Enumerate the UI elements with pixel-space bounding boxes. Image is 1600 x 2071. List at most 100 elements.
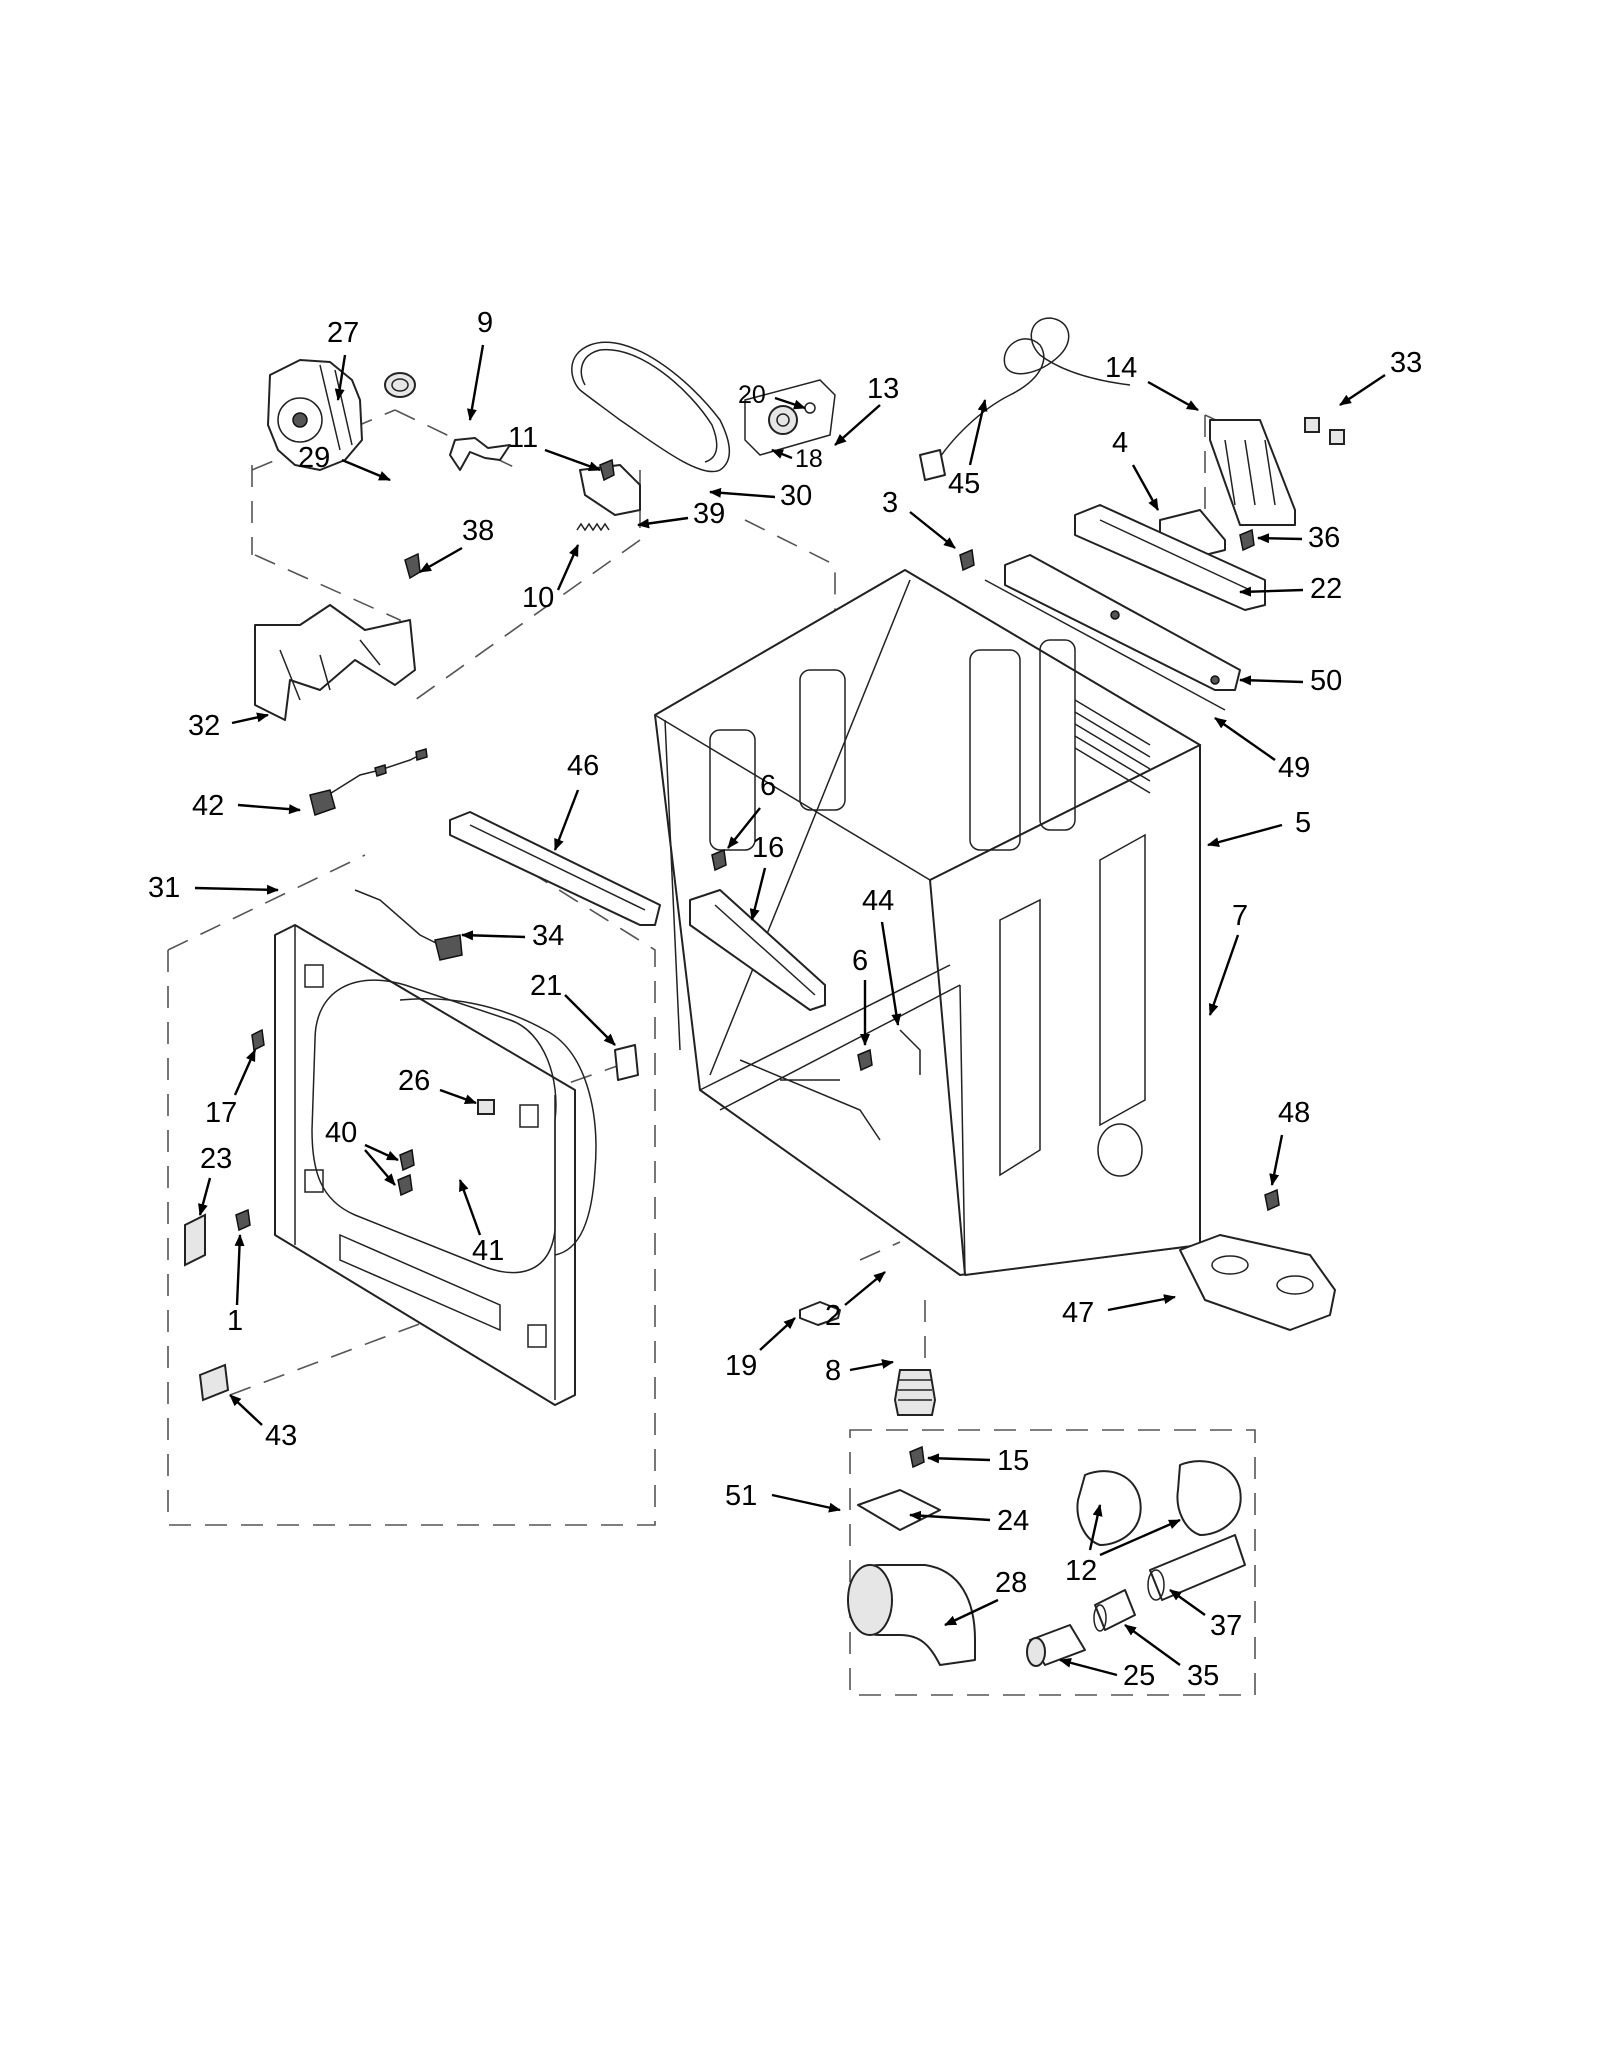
cabinet-louvers <box>1074 699 1151 794</box>
panel-screw-1 <box>235 1208 251 1232</box>
leader-arrow <box>1147 380 1199 412</box>
vent-cap-12b <box>1176 1460 1242 1536</box>
power-cord <box>919 317 1131 481</box>
leader-arrow <box>1088 1504 1103 1551</box>
panel-mount-upper-left <box>304 964 324 988</box>
leader-arrow <box>466 344 485 421</box>
leader-arrow <box>1339 374 1386 406</box>
terminal-block-detail <box>1224 439 1276 506</box>
cabinet-screw-6b <box>857 1048 873 1072</box>
leader-arrow <box>834 404 881 446</box>
callout-label: 43 <box>265 1420 297 1452</box>
leader-arrow <box>1257 533 1303 544</box>
callout-label: 31 <box>148 872 180 904</box>
callout-31: 31 <box>148 872 279 904</box>
callout-37: 37 <box>1169 1589 1242 1642</box>
cabinet-back-panel-mid <box>799 669 846 811</box>
leader-arrow <box>1207 823 1283 847</box>
callout-45: 45 <box>948 399 988 500</box>
leveling-leg-thread <box>898 1379 932 1401</box>
callout-6b: 6 <box>852 945 870 1046</box>
callout-label: 12 <box>1065 1555 1097 1587</box>
idler-pulley-hub <box>776 413 790 427</box>
vent-tube-35-end <box>1093 1604 1107 1632</box>
callout-51: 51 <box>725 1480 841 1513</box>
callout-label: 39 <box>693 498 725 530</box>
base-pocket-a <box>1211 1255 1249 1275</box>
idler-washer-20 <box>804 402 816 414</box>
leader-arrow <box>234 1234 245 1306</box>
harness-plug-42b <box>415 748 428 761</box>
vent-kit-group <box>847 1445 1246 1667</box>
motor-pulley <box>384 372 416 398</box>
callout-label: 9 <box>477 307 493 339</box>
vent-cap-12a <box>1076 1470 1142 1546</box>
callout-label: 38 <box>462 515 494 547</box>
callout-46: 46 <box>553 750 599 851</box>
callout-label: 44 <box>862 885 894 917</box>
cabinet-screw-6a <box>711 848 727 872</box>
terminal-screw-33a <box>1304 417 1320 433</box>
callout-48: 48 <box>1269 1097 1310 1186</box>
drum-belt <box>571 341 731 473</box>
callout-label: 7 <box>1232 900 1248 932</box>
door-strike-bar <box>339 1233 501 1332</box>
callout-label: 5 <box>1295 807 1311 839</box>
top-support-bracket <box>1004 554 1241 691</box>
callout-13: 13 <box>834 373 899 446</box>
callout-22: 22 <box>1239 573 1342 605</box>
callout-label: 10 <box>522 582 554 614</box>
cabinet-back-panel-right <box>969 649 1021 851</box>
leader-arrow <box>341 458 391 482</box>
front-panel-outline <box>167 824 656 1526</box>
leader-arrow <box>1131 464 1160 511</box>
leader-arrow <box>544 448 601 472</box>
leader-arrow <box>844 1271 886 1306</box>
leader-arrow <box>364 1143 399 1162</box>
callout-43: 43 <box>229 1394 297 1452</box>
leader-arrow <box>927 1453 991 1464</box>
leg-guide-line <box>859 1241 926 1370</box>
harness-plug-42a <box>374 764 387 777</box>
leader-arrow <box>364 1149 396 1186</box>
callout-24: 24 <box>909 1505 1029 1537</box>
motor-clamp <box>449 437 511 471</box>
callout-label: 13 <box>867 373 899 405</box>
callout-label: 47 <box>1062 1297 1094 1329</box>
panel-plug-43 <box>198 1363 230 1402</box>
leader-arrow <box>1059 1657 1118 1677</box>
callout-label: 34 <box>532 920 564 952</box>
leader-arrow <box>909 511 956 549</box>
callout-label: 23 <box>200 1143 232 1175</box>
callout-39: 39 <box>637 498 725 530</box>
leader-arrow <box>637 516 689 529</box>
leader-arrow <box>1214 717 1276 761</box>
callout-label: 25 <box>1123 1660 1155 1692</box>
leader-arrow <box>553 789 580 851</box>
callout-16: 16 <box>749 832 784 921</box>
front-support-rail <box>449 811 661 926</box>
leader-arrow <box>880 921 902 1026</box>
callout-label: 14 <box>1105 352 1137 384</box>
cabinet-side-panel-2 <box>1099 833 1146 1127</box>
drum-belt-inner <box>580 348 718 463</box>
callout-9: 9 <box>466 307 493 421</box>
idler-screw-11 <box>599 458 615 482</box>
wire-harness-42 <box>319 754 421 801</box>
leader-arrow <box>198 1177 212 1216</box>
callout-38: 38 <box>419 515 494 574</box>
callout-12: 12 <box>1065 1504 1181 1587</box>
callout-7: 7 <box>1208 900 1248 1016</box>
callout-20: 20 <box>738 381 806 410</box>
callout-label: 17 <box>205 1097 237 1129</box>
callout-25: 25 <box>1059 1657 1155 1692</box>
callout-label: 15 <box>997 1445 1029 1477</box>
idler-bracket <box>579 464 641 516</box>
callout-34: 34 <box>461 920 564 952</box>
cabinet-top-rim <box>654 569 1202 881</box>
leader-arrow <box>458 1179 482 1236</box>
callout-label: 16 <box>752 832 784 864</box>
callout-15: 15 <box>927 1445 1029 1477</box>
leader-arrow <box>233 1049 257 1096</box>
idler-pulley-18 <box>768 405 798 435</box>
